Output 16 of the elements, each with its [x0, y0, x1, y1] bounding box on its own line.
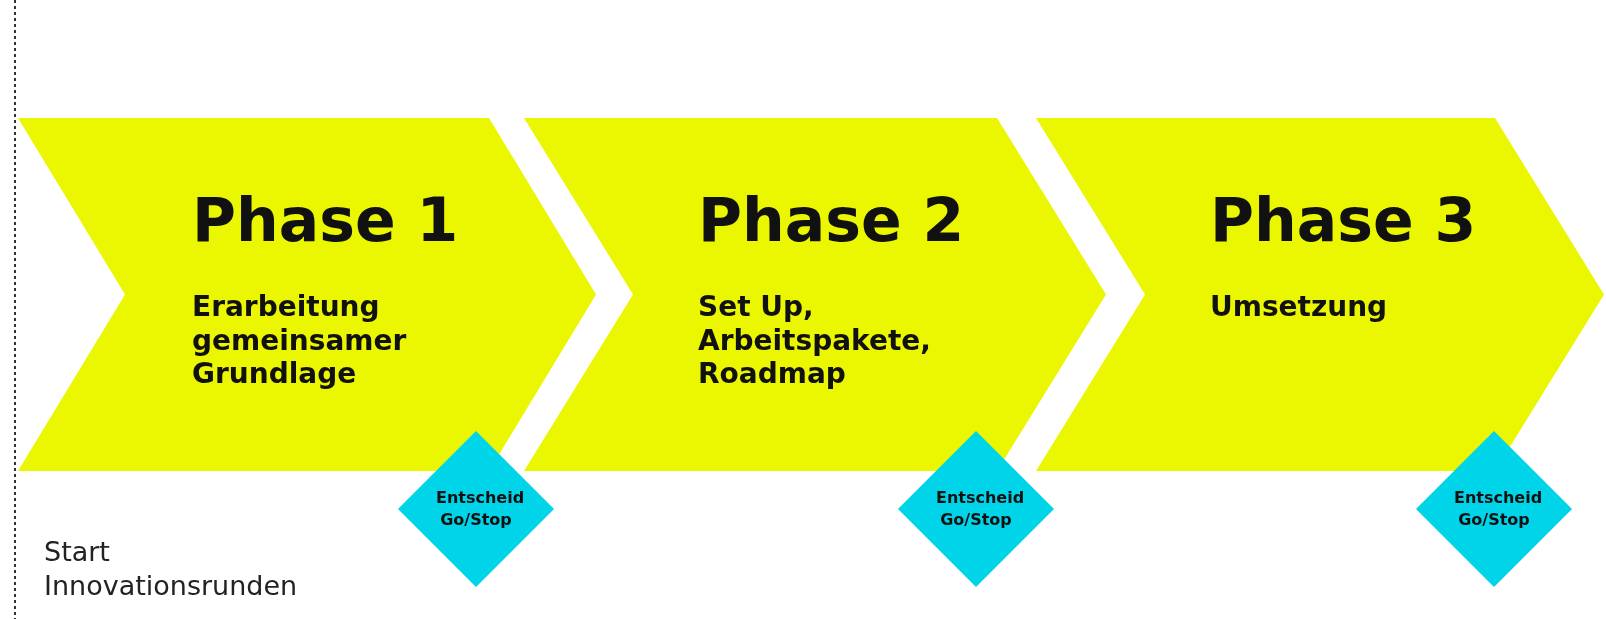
decision-label: Entscheid Go/Stop — [935, 487, 1026, 531]
decision-diamond — [398, 431, 554, 587]
phase-title: Phase 1 — [192, 190, 459, 250]
phase-description: Umsetzung — [1210, 290, 1389, 324]
process-step — [524, 118, 1106, 471]
phase-title: Phase 2 — [698, 190, 965, 250]
process-step — [18, 118, 596, 471]
decision-diamond — [898, 431, 1054, 587]
process-step — [1036, 118, 1604, 471]
phase-description: Erarbeitung gemeinsamer Grundlage — [192, 290, 408, 391]
phase-title: Phase 3 — [1210, 190, 1477, 250]
start-label: Start Innovationsrunden — [44, 535, 299, 603]
decision-label: Entscheid Go/Stop — [1453, 487, 1544, 531]
decision-label: Entscheid Go/Stop — [435, 487, 526, 531]
decision-diamond — [1416, 431, 1572, 587]
phase-description: Set Up, Arbeitspakete, Roadmap — [698, 290, 932, 391]
